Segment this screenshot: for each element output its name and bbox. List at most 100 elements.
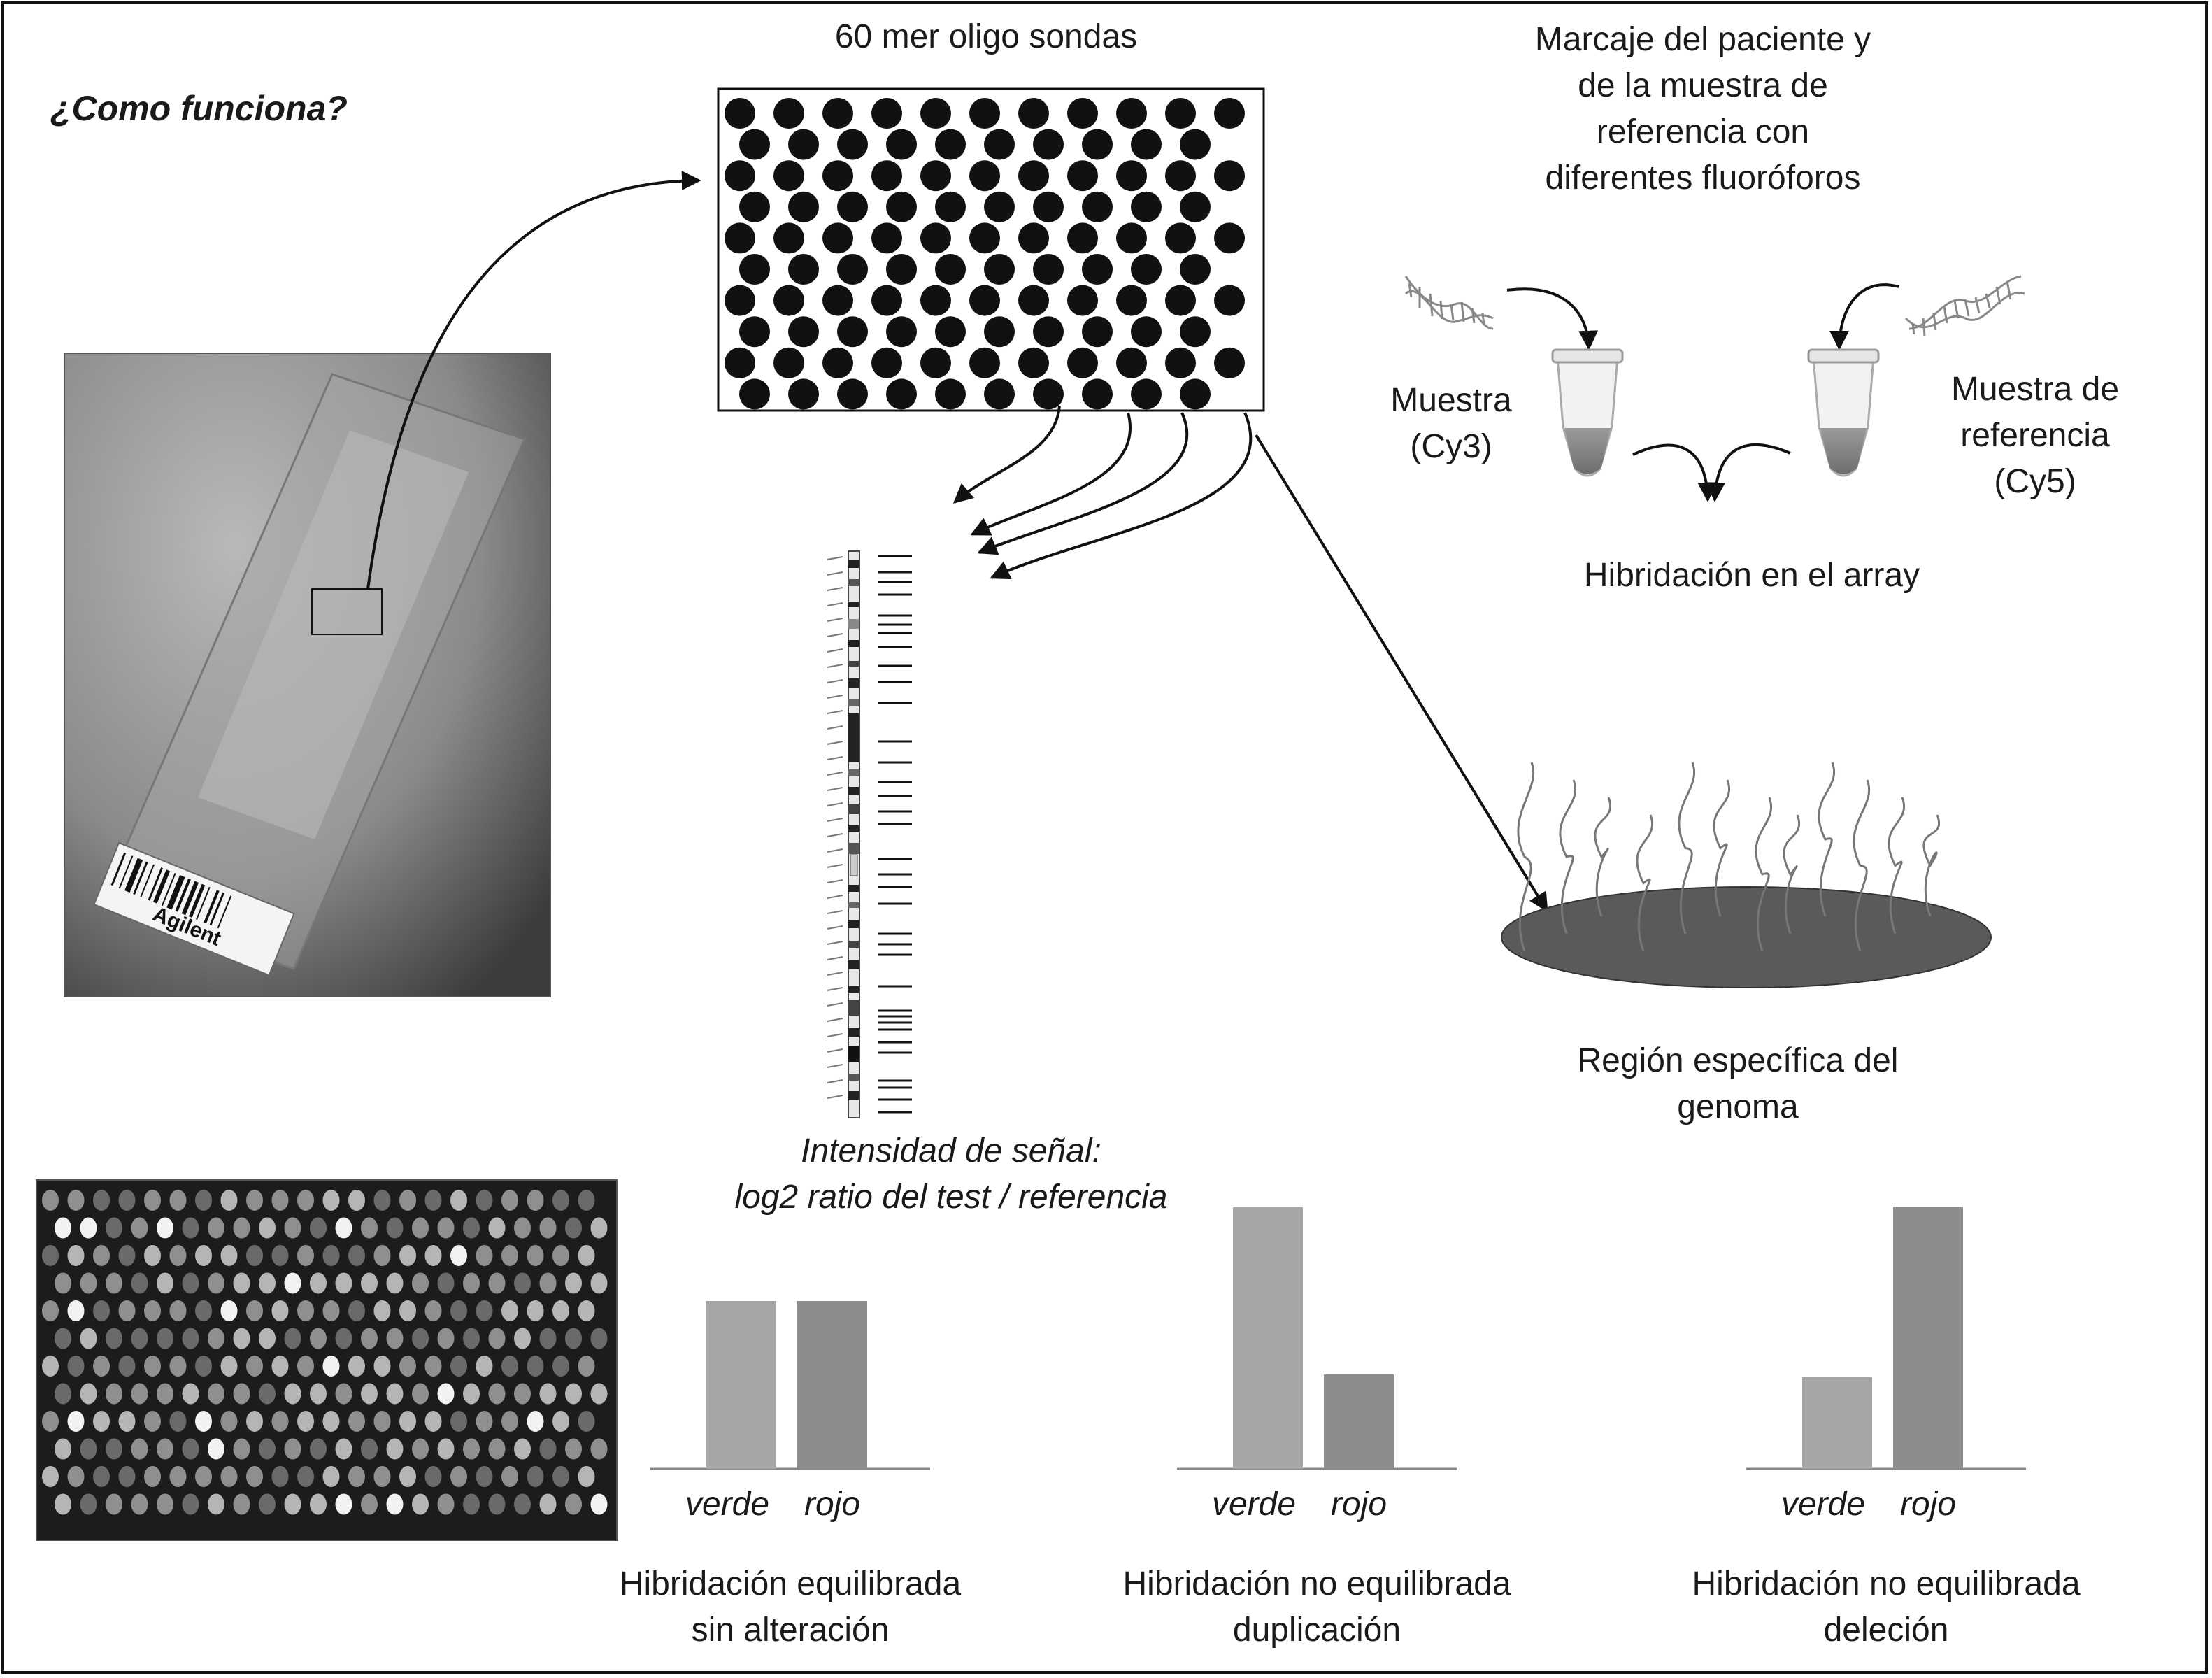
scan-spot <box>539 1493 557 1515</box>
scan-spot <box>322 1300 340 1321</box>
reference-arrow <box>1829 283 1899 350</box>
scan-spot <box>412 1272 429 1294</box>
probe-dot <box>871 285 902 316</box>
probe-dot <box>1180 316 1211 348</box>
scan-spot <box>220 1245 238 1266</box>
scan-spot <box>501 1356 518 1377</box>
probe-dot <box>1131 129 1162 160</box>
scan-spot <box>488 1493 506 1515</box>
probe-dot <box>1116 347 1147 378</box>
probe-dot <box>725 222 755 254</box>
probe-dot <box>739 191 770 222</box>
band-mark <box>827 956 843 960</box>
scan-spot <box>106 1272 122 1294</box>
scan-spot <box>271 1411 289 1432</box>
scan-spot <box>361 1272 378 1294</box>
scan-spot <box>386 1493 404 1515</box>
band-mark <box>827 756 843 760</box>
probe-dot <box>837 129 868 160</box>
probe-dot <box>822 160 853 192</box>
scan-spot <box>322 1190 340 1211</box>
labeling-description: Marcaje del paciente y de la muestra de … <box>1534 21 1871 197</box>
scan-spot <box>259 1493 276 1515</box>
chromosome-band <box>848 1000 859 1016</box>
scan-spot <box>322 1356 340 1377</box>
probe-dot <box>1082 129 1113 160</box>
scan-spot <box>412 1217 429 1239</box>
scan-spot <box>67 1245 85 1266</box>
band-mark <box>827 1002 843 1007</box>
scan-spot <box>539 1438 557 1460</box>
scan-spot <box>373 1411 391 1432</box>
scan-spot <box>118 1466 136 1487</box>
scan-spot <box>131 1438 148 1460</box>
scan-spot <box>565 1493 582 1515</box>
probe-dot <box>1165 222 1196 254</box>
probe-dot <box>1033 129 1064 160</box>
dna-strand <box>1922 814 1941 917</box>
scan-spot <box>514 1328 531 1349</box>
probe-dot <box>871 347 902 378</box>
scan-spot <box>412 1493 429 1515</box>
band-mark <box>827 648 843 653</box>
probe-dot <box>822 222 853 254</box>
scan-spot <box>259 1328 276 1349</box>
band-mark <box>827 895 843 899</box>
probes-label: 60 mer oligo sondas <box>834 18 1138 55</box>
scan-spot <box>578 1466 595 1487</box>
probe-dot <box>739 254 770 285</box>
scan-spot <box>527 1300 544 1321</box>
scan-spot <box>220 1356 238 1377</box>
scan-spot <box>386 1217 404 1239</box>
scan-spot <box>220 1466 238 1487</box>
chromosome-band <box>848 713 859 762</box>
dna-strand <box>1517 762 1535 952</box>
barcode-bar <box>148 867 164 901</box>
scan-spot <box>539 1217 557 1239</box>
band-mark <box>827 664 843 668</box>
scan-spot <box>322 1466 340 1487</box>
scan-spot <box>93 1190 110 1211</box>
probe-dot <box>1067 98 1098 129</box>
scan-spot <box>169 1356 187 1377</box>
scan-spot <box>246 1245 263 1266</box>
dna-strand <box>1853 779 1871 952</box>
category-label: verde <box>1781 1486 1866 1523</box>
probe-dot <box>1033 191 1064 222</box>
scan-spot <box>208 1272 224 1294</box>
scan-spot <box>565 1328 582 1349</box>
dna-strand <box>1678 762 1696 934</box>
band-mark <box>827 741 843 745</box>
chart-caption: Hibridación no equilibrada deleción <box>1692 1565 2081 1649</box>
probe-to-chromosome-arrows <box>952 405 1253 580</box>
scan-spot <box>195 1356 212 1377</box>
scan-spot <box>539 1272 557 1294</box>
probe-dot <box>773 222 804 254</box>
chromosome-band <box>848 960 859 969</box>
scan-spot <box>271 1356 289 1377</box>
scan-spot <box>259 1272 276 1294</box>
probe-dot <box>871 160 902 192</box>
scan-spot <box>552 1356 569 1377</box>
chromosome-band <box>848 560 859 568</box>
scan-spot <box>310 1493 327 1515</box>
scan-spot <box>208 1217 224 1239</box>
band-mark <box>827 571 843 576</box>
dna-strand <box>1888 797 1906 934</box>
probe-dot <box>969 285 1000 316</box>
scan-spot <box>246 1466 263 1487</box>
chart-caption: Hibridación no equilibrada duplicación <box>1122 1565 1511 1649</box>
scan-spot <box>514 1438 531 1460</box>
oligo-probe-grid <box>717 87 1265 412</box>
scan-spot <box>246 1411 263 1432</box>
scan-spot <box>208 1493 224 1515</box>
scan-spot <box>463 1383 480 1405</box>
scan-spot <box>157 1493 173 1515</box>
scan-spot <box>476 1300 493 1321</box>
probe-dot <box>969 222 1000 254</box>
scan-spot <box>527 1466 544 1487</box>
scan-spot <box>335 1438 352 1460</box>
probe-dot <box>886 254 917 285</box>
probe-dot <box>1165 160 1196 192</box>
probe-dot <box>837 316 868 348</box>
